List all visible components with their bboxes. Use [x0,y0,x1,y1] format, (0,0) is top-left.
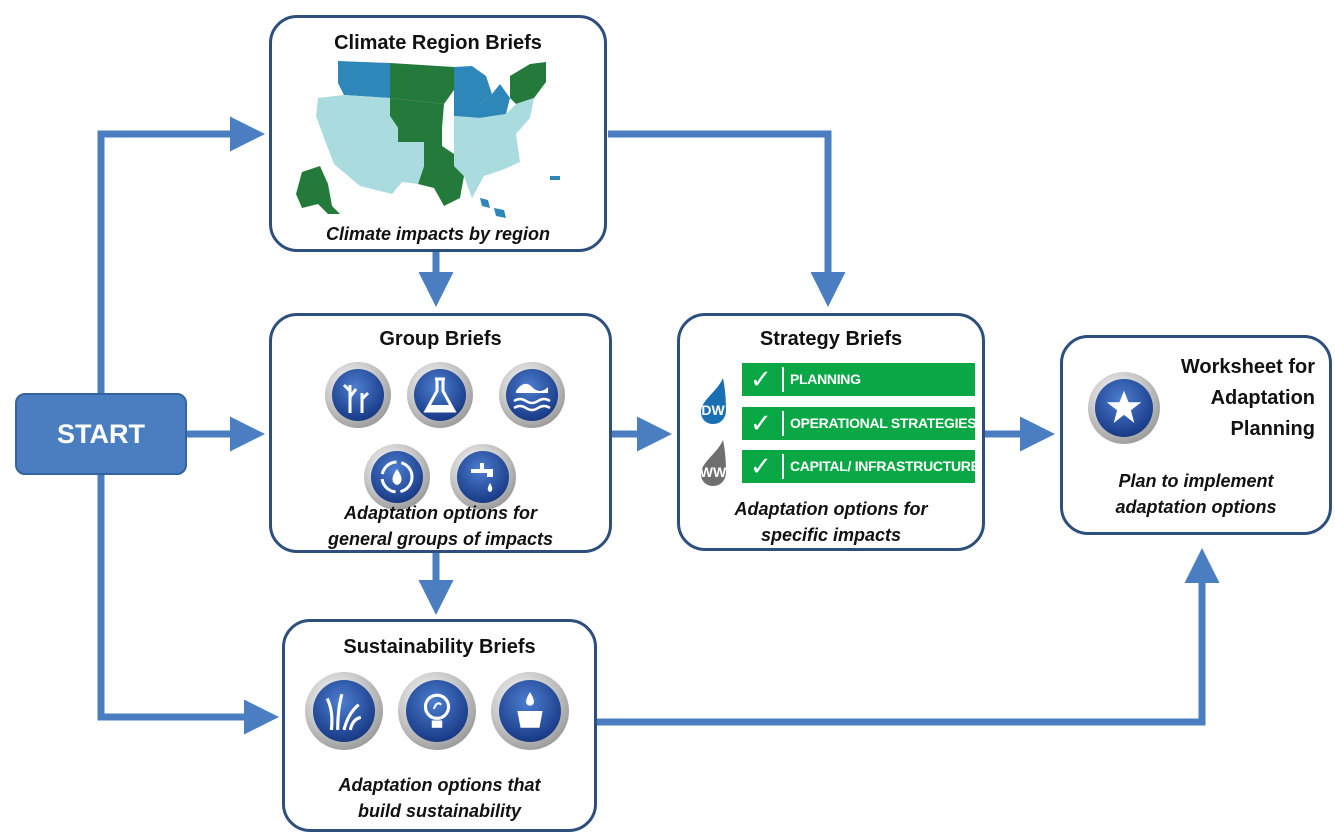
strategy-row-label: PLANNING [790,371,861,387]
recycle-icon [364,444,430,510]
drinking-water-drop-icon: DW [695,378,731,424]
arrow-climate-to-strategy [608,130,846,307]
strategy-row-label: CAPITAL/ INFRASTRUCTURE [790,458,980,474]
strategy-row-operational[interactable]: ✓ OPERATIONAL STRATEGIES [742,407,977,440]
group-briefs-caption: Adaptation options for general groups of… [272,500,609,552]
us-regions-map-icon [296,61,560,218]
drop-label-dw: DW [701,402,725,418]
worksheet-caption: Plan to implement adaptation options [1063,468,1329,520]
sustainability-briefs-title: Sustainability Briefs [343,636,536,658]
faucet-icon [450,444,516,510]
group-caption-line-2: general groups of impacts [327,529,554,549]
group-briefs-title: Group Briefs [379,328,502,350]
wastewater-drop-icon: WW [695,440,731,486]
strategy-briefs-title: Strategy Briefs [759,328,903,350]
worksheet-title: Worksheet for Adaptation Planning [1181,352,1315,445]
water-bucket-icon [491,672,569,750]
plants-icon [325,362,391,428]
worksheet-title-line-2: Adaptation [1210,387,1315,409]
strategy-caption-line-2: specific impacts [760,525,902,545]
flask-icon [407,362,473,428]
climate-region-caption: Climate impacts by region [325,224,551,244]
star-icon [1088,372,1160,444]
strategy-briefs-caption: Adaptation options for specific impacts [680,496,982,548]
sustainability-caption-line-1: Adaptation options that [338,775,541,795]
start-box[interactable]: START [15,393,187,475]
drop-label-ww: WW [699,464,727,480]
waves-icon [499,362,565,428]
group-briefs-box[interactable]: Group Briefs Adaptation options for gene… [269,313,612,553]
sustainability-briefs-caption: Adaptation options that build sustainabi… [285,772,594,824]
sustainability-briefs-box[interactable]: Sustainability Briefs Adaptation options… [282,619,597,832]
strategy-row-label: OPERATIONAL STRATEGIES [790,415,977,431]
climate-region-title: Climate Region Briefs [334,32,542,54]
climate-region-briefs-box[interactable]: Climate Region Briefs Climate impacts by… [269,15,607,252]
check-icon: ✓ [750,364,772,394]
worksheet-title-line-3: Planning [1230,418,1315,440]
group-caption-line-1: Adaptation options for [344,503,537,523]
arrow-sustainability-to-worksheet [597,548,1220,726]
sustainability-caption-line-2: build sustainability [357,801,522,821]
check-icon: ✓ [750,451,772,481]
worksheet-box[interactable]: Worksheet for Adaptation Planning Plan t… [1060,335,1332,535]
lightbulb-icon [398,672,476,750]
check-icon: ✓ [750,408,772,438]
arrow-start-to-sustainability [97,475,279,735]
strategy-row-capital[interactable]: ✓ CAPITAL/ INFRASTRUCTURE [742,450,980,483]
strategy-row-planning[interactable]: ✓ PLANNING [742,363,975,396]
strategy-caption-line-1: Adaptation options for [734,499,928,519]
worksheet-caption-line-1: Plan to implement [1118,471,1274,491]
grass-icon [305,672,383,750]
worksheet-caption-line-2: adaptation options [1115,497,1277,517]
arrow-start-to-climate [97,116,265,393]
worksheet-title-line-1: Worksheet for [1180,356,1315,378]
